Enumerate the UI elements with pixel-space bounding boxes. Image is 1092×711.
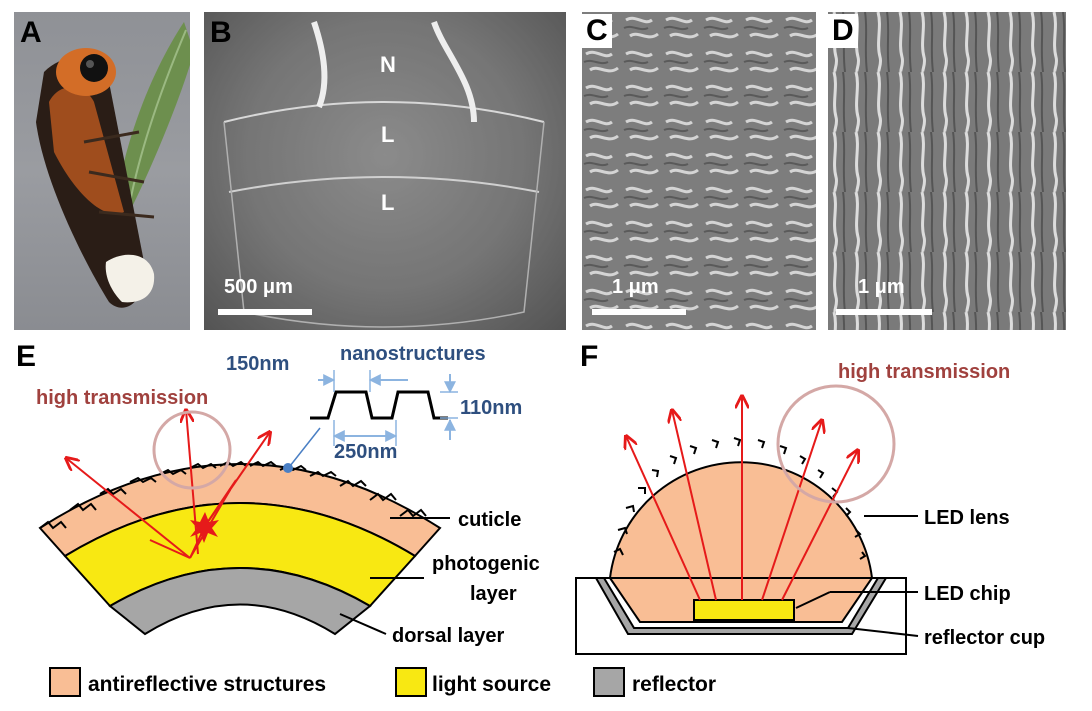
high-transmission-label-f: high transmission <box>838 361 1010 383</box>
panel-c-scale-text: 1 μm <box>612 276 659 298</box>
label-photogenic: photogenic <box>432 553 540 575</box>
firefly-lantern-cross-section <box>38 460 442 636</box>
panel-d-letter: D <box>828 14 858 48</box>
sem-nanostructure-d <box>828 12 1066 330</box>
sem-abdomen-illustration <box>204 12 566 330</box>
segment-label-l2: L <box>381 190 395 215</box>
panel-c-scalebar <box>592 309 686 315</box>
legend-label-light-source: light source <box>432 673 551 696</box>
nanostructures-label: nanostructures <box>340 343 486 365</box>
panel-e-leaders <box>339 517 450 635</box>
label-led-lens: LED lens <box>924 507 1010 529</box>
panel-a-letter: A <box>20 16 42 49</box>
panel-a-photo: A <box>14 12 190 330</box>
segment-label-n: N <box>380 52 396 77</box>
high-transmission-label-e: high transmission <box>36 387 208 409</box>
legend-swatch-reflector <box>593 667 625 697</box>
panel-b-letter: B <box>210 16 232 49</box>
label-cuticle: cuticle <box>458 509 521 531</box>
panel-f-letter: F <box>580 340 598 373</box>
transmission-circle-f <box>776 384 896 504</box>
panel-c-sem: C 1 μm <box>582 12 816 330</box>
firefly-illustration <box>36 22 190 308</box>
panel-c-letter: C <box>582 14 612 48</box>
light-emission-star <box>190 512 219 543</box>
legend-label-antireflective: antireflective structures <box>88 673 326 696</box>
label-led-chip: LED chip <box>924 583 1011 605</box>
sem-nanostructure-c <box>582 12 816 330</box>
legend: antireflective structures light source r… <box>49 667 716 697</box>
label-reflector-cup: reflector cup <box>924 627 1045 649</box>
panel-b-scale-text: 500 μm <box>224 276 293 298</box>
dim-150nm: 150nm <box>226 353 289 375</box>
panel-d-sem: D 1 μm <box>828 12 1066 330</box>
panel-d-scalebar <box>836 309 932 315</box>
dim-110nm: 110nm <box>460 397 522 419</box>
panel-f-leaders <box>795 515 919 637</box>
legend-swatch-antireflective <box>49 667 81 697</box>
dim-250nm: 250nm <box>334 441 397 463</box>
panel-b-sem: B N L L 500 μm <box>204 12 566 330</box>
label-photogenic-layer: layer <box>470 583 517 605</box>
nanostructure-profile <box>283 370 458 473</box>
panel-b-scalebar <box>218 309 312 315</box>
panel-d-scale-text: 1 μm <box>858 276 905 298</box>
panel-e-letter: E <box>16 340 36 373</box>
legend-swatch-light-source <box>395 667 427 697</box>
label-dorsal-layer: dorsal layer <box>392 625 505 647</box>
segment-label-l1: L <box>381 122 395 147</box>
legend-label-reflector: reflector <box>632 673 716 696</box>
transmission-circle-e <box>152 410 232 490</box>
led-light-rays <box>626 396 858 601</box>
